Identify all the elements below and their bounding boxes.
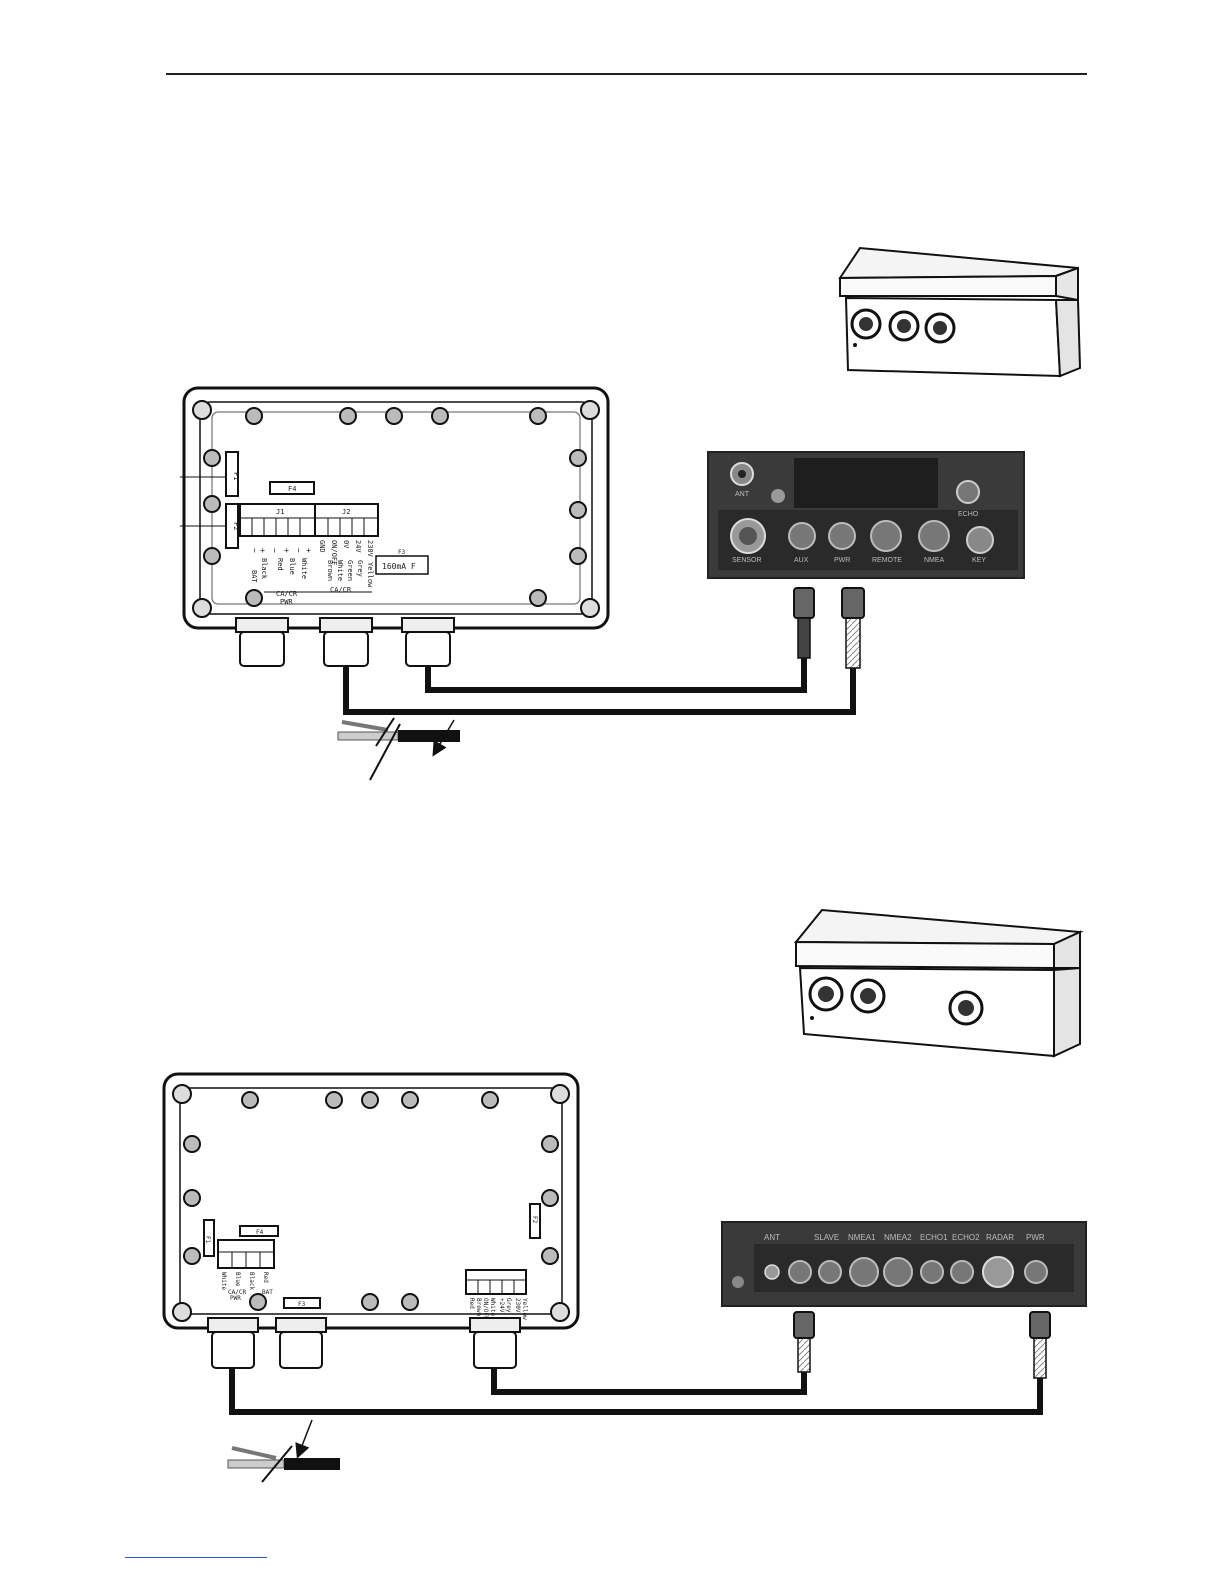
port-label: SENSOR <box>732 557 762 564</box>
port-label: NMEA1 <box>848 1233 876 1242</box>
wire-color-label: Blue <box>234 1272 241 1287</box>
fuse-f2-label: F2 <box>232 522 240 530</box>
junction-box-3d-large <box>793 908 1084 1058</box>
wire-color-label: Grey <box>356 560 364 577</box>
fuse-f2-label: F2 <box>531 1216 538 1224</box>
connector-plug <box>1029 1311 1051 1379</box>
cable <box>491 1368 807 1395</box>
port-label: RADAR <box>986 1233 1014 1242</box>
footer-link-underline <box>125 1557 267 1558</box>
bat-label: BAT <box>250 570 258 583</box>
term-label: 230V <box>366 540 374 558</box>
connector-plug <box>793 1311 815 1373</box>
term-label: − <box>294 548 303 553</box>
fuse-f3-label: F3 <box>398 549 406 556</box>
port-label: PWR <box>1026 1233 1045 1242</box>
cable-gland <box>401 617 455 667</box>
junction-box-open-1: F1 F2 F4 J1 J2 − + − + − + GND ON/OFF 0V… <box>182 386 610 667</box>
wire-color-label: Black <box>260 558 268 580</box>
port-label: KEY <box>972 557 986 564</box>
port-label: SLAVE <box>814 1233 839 1242</box>
cable-gland <box>469 1317 521 1369</box>
fuse-rating: 160mA F <box>382 562 416 571</box>
port-label: PWR <box>834 557 850 564</box>
wire-color-label: Red <box>262 1272 269 1283</box>
port-label: ANT <box>764 1233 780 1242</box>
wire-color-label: Grey <box>505 1298 512 1313</box>
wire-color-label: Yellow <box>521 1298 528 1320</box>
cable-gland <box>235 617 289 667</box>
port-label: ECHO1 <box>920 1233 948 1242</box>
term-label: + <box>282 548 291 553</box>
fuse-f1-label: F1 <box>204 1236 211 1244</box>
wire-color-label: White <box>489 1298 496 1316</box>
wire-color-label: ON/OFF <box>482 1298 489 1320</box>
fuse-f1-label: F1 <box>232 472 240 480</box>
bat-label: BAT <box>262 1289 273 1296</box>
wire-color-label: Yellow <box>366 562 374 588</box>
connector-plug <box>793 587 815 659</box>
caa-label: CA/CR <box>276 590 298 598</box>
wire-color-label: 230V <box>514 1298 521 1313</box>
rear-panel-1: ANT ECHO SENSOR AUX PWR REMOTE NMEA KEY <box>707 451 1025 579</box>
port-label: ECHO2 <box>952 1233 980 1242</box>
port-label: ANT <box>735 491 750 498</box>
wire-color-label: Brown <box>326 560 334 581</box>
term-label: + <box>258 548 267 553</box>
rear-panel-2: ANT SLAVE NMEA1 NMEA2 ECHO1 ECHO2 RADAR … <box>721 1221 1087 1307</box>
wire-color-label: Blue <box>288 558 296 575</box>
term-label: − <box>250 548 259 553</box>
port-label: REMOTE <box>872 557 902 564</box>
fuse-f4-label: F4 <box>256 1229 264 1236</box>
j1-label: J1 <box>276 508 284 516</box>
junction-box-open-2: F1 F4 F3 F2 White Blue Black Red CA/CR P… <box>162 1072 580 1369</box>
fuse-f3-label: F3 <box>298 1301 306 1308</box>
wire-color-label: Red <box>276 558 284 571</box>
wire-color-label: Black <box>248 1272 255 1290</box>
wire-color-label: White <box>220 1272 227 1290</box>
wire-color-label: Green <box>346 560 354 581</box>
port-label: ECHO <box>958 511 979 518</box>
cable <box>425 658 807 693</box>
port-label: NMEA <box>924 557 945 564</box>
caa-label: CA/CR <box>228 1289 246 1296</box>
connector-plug <box>841 587 865 669</box>
wire-color-label: White <box>336 560 344 581</box>
wire-color-label: +24V <box>498 1298 505 1313</box>
term-label: + <box>304 548 313 553</box>
j2-label: J2 <box>342 508 350 516</box>
term-label: 24V <box>354 540 362 553</box>
pwr-label: PWR <box>230 1295 241 1302</box>
wire-color-label: Red <box>468 1298 475 1309</box>
wire-color-label: Brown <box>475 1298 482 1316</box>
stripped-cable-detail <box>337 717 460 781</box>
cable-gland <box>319 617 373 667</box>
term-label: 0V <box>342 540 350 549</box>
stripped-cable-detail <box>227 1419 340 1483</box>
junction-box-3d-small <box>838 246 1082 378</box>
header-rule <box>166 73 1087 75</box>
term-label: ON/OFF <box>330 540 338 565</box>
cab-label: CA/CR <box>330 586 352 594</box>
cable <box>343 666 856 715</box>
fuse-f4-label: F4 <box>288 485 296 493</box>
term-label: GND <box>318 540 326 553</box>
wire-color-label: White <box>300 558 308 579</box>
pwr-label: PWR <box>280 598 293 606</box>
cable <box>229 1368 1043 1415</box>
term-label: − <box>270 548 279 553</box>
port-label: NMEA2 <box>884 1233 912 1242</box>
cable-gland <box>207 1317 259 1369</box>
cable-gland <box>275 1317 327 1369</box>
port-label: AUX <box>794 557 809 564</box>
